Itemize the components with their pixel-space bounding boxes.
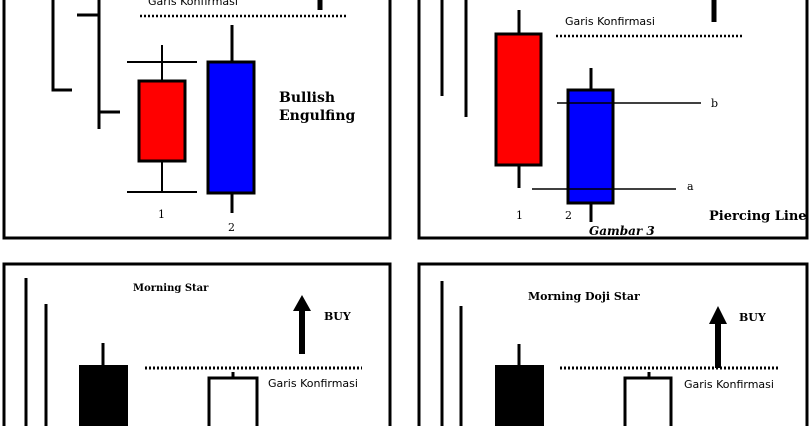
- buy-arrow-icon: [709, 306, 727, 324]
- candle-1-label: 1: [158, 208, 165, 221]
- confirmation-label: Garis Konfirmasi: [565, 15, 655, 28]
- dark-candle-body: [79, 365, 128, 426]
- candle-1-body: [137, 79, 187, 163]
- pattern-title: Piercing Line: [709, 209, 807, 224]
- panel-morning-doji-star: Morning Doji Star BUY Garis Konfirmasi: [417, 262, 809, 426]
- candle-1-body: [494, 32, 543, 167]
- panel-bullish-engulfing: Garis Konfirmasi 1 2 Bullish Engulfing: [2, 0, 392, 240]
- buy-arrow-icon: [293, 295, 311, 311]
- level-a-label: a: [687, 180, 694, 193]
- pattern-title: Morning Doji Star: [528, 290, 640, 303]
- white-candle-body: [207, 376, 259, 426]
- confirmation-label: Garis Konfirmasi: [148, 0, 238, 8]
- pattern-title-line-1: Bullish: [279, 90, 335, 106]
- panel-frame: [2, 0, 392, 240]
- panel-frame: [417, 0, 809, 240]
- panel-morning-star: Morning Star BUY Garis Konfirmasi: [2, 262, 392, 426]
- confirmation-label: Garis Konfirmasi: [268, 377, 358, 390]
- panel-frame: [417, 262, 809, 426]
- candle-1-label: 1: [516, 209, 523, 222]
- white-candle-body: [623, 376, 673, 426]
- buy-label: BUY: [324, 310, 351, 323]
- dark-candle-body: [495, 365, 544, 426]
- downtrend-step-line: [51, 0, 72, 92]
- buy-label: BUY: [739, 311, 766, 324]
- confirmation-label: Garis Konfirmasi: [684, 378, 774, 391]
- figure-caption: Gambar 3: [589, 224, 655, 238]
- pattern-title: Morning Star: [133, 283, 209, 294]
- panel-piercing-line: Garis Konfirmasi b a 1 2 Piercing Line G…: [417, 0, 809, 240]
- pattern-title-line-2: Engulfing: [279, 108, 355, 124]
- level-b-label: b: [711, 97, 718, 110]
- candle-2-body: [566, 88, 615, 205]
- candle-2-label: 2: [228, 221, 235, 234]
- candle-2-body: [206, 60, 256, 195]
- panel-frame: [2, 262, 392, 426]
- candle-2-label: 2: [565, 209, 572, 222]
